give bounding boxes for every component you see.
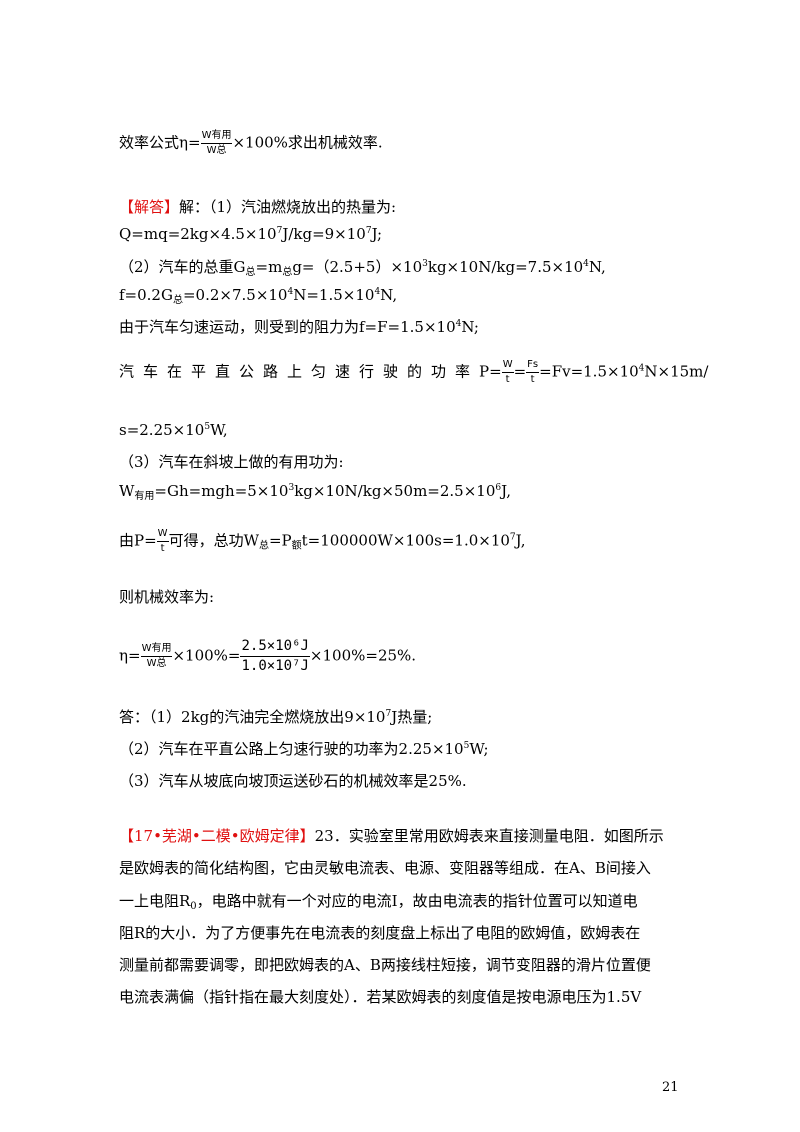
- problem-23-line-5: 测量前都需要调零，即把欧姆表的A、B两接线柱短接，调节变阻器的滑片位置便: [119, 956, 651, 974]
- useful-work-heading: （3）汽车在斜坡上做的有用功为:: [119, 453, 344, 471]
- efficiency-heading: 则机械效率为:: [119, 588, 215, 606]
- resistance-line: 由于汽车匀速运动，则受到的阻力为f=F=1.5×104N;: [119, 318, 479, 336]
- text: ×100%求出机械效率.: [232, 133, 383, 152]
- power-result: s=2.25×105W,: [119, 421, 228, 439]
- solution-heading: 【解答】解：（1）汽油燃烧放出的热量为:: [119, 198, 397, 216]
- heat-equation: Q=mq=2kg×4.5×107J/kg=9×107J;: [119, 225, 383, 243]
- text: 效率公式η=: [119, 133, 201, 152]
- answer-tag: 【解答】: [119, 198, 180, 216]
- answer-line-2: （2）汽车在平直公路上匀速行驶的功率为2.25×105W;: [119, 740, 489, 758]
- problem-23-line-2: 是欧姆表的简化结构图，它由灵敏电流表、电源、变阻器等组成．在A、B间接入: [119, 859, 651, 877]
- problem-23-line-3: 一上电阻R0，电路中就有一个对应的电流I，故由电流表的指针位置可以知道电: [119, 892, 638, 912]
- source-tag: 【17•芜湖•二模•欧姆定律】: [119, 827, 315, 845]
- useful-work-equation: W有用=Gh=mgh=5×103kg×10N/kg×50m=2.5×106J,: [119, 482, 512, 502]
- problem-23-line-4: 阻R的大小．为了方便事先在电流表的刻度盘上标出了电阻的欧姆值，欧姆表在: [119, 924, 641, 942]
- problem-23-line-6: 电流表满偏（指针指在最大刻度处）．若某欧姆表的刻度值是按电源电压为1.5V: [119, 988, 642, 1006]
- answer-line-1: 答：（1）2kg的汽油完全燃烧放出9×107J热量;: [119, 708, 433, 726]
- friction-equation: f=0.2G总=0.2×7.5×104N=1.5×104N,: [119, 286, 398, 306]
- weight-equation: （2）汽车的总重G总=m总g=（2.5+5）×103kg×10N/kg=7.5×…: [119, 258, 606, 278]
- answer-line-3: （3）汽车从坡底向坡顶运送砂石的机械效率是25%.: [119, 772, 467, 790]
- problem-23-line-1: 【17•芜湖•二模•欧姆定律】23．实验室里常用欧姆表来直接测量电阻．如图所示: [119, 827, 664, 845]
- page-number: 21: [662, 1080, 679, 1095]
